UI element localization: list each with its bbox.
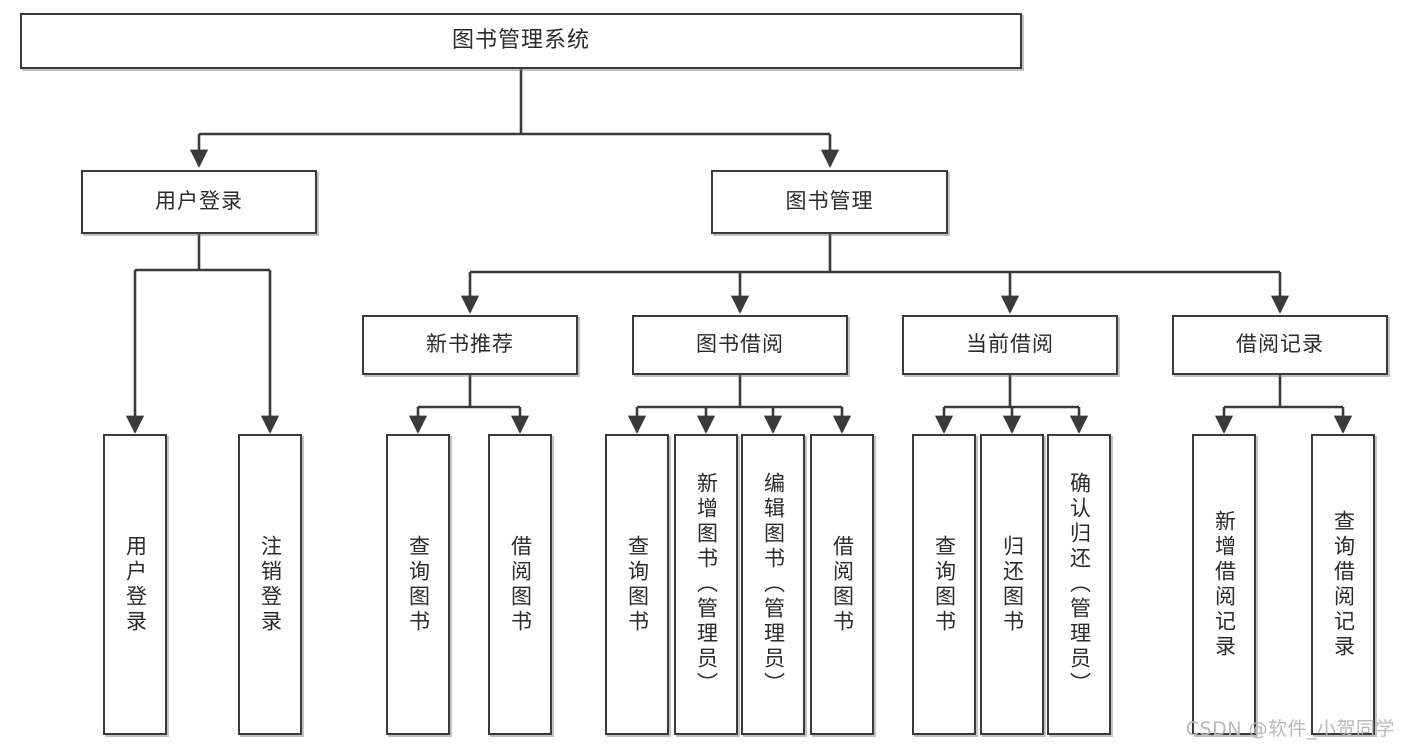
- node-current-borrow-label: 当前借阅: [966, 332, 1054, 357]
- node-root[interactable]: 图书管理系统: [20, 13, 1022, 69]
- node-leaf-query-borrow-record-label: 查询借阅记录: [1331, 509, 1356, 660]
- node-leaf-query-book-2-label: 查询图书: [625, 534, 650, 635]
- watermark: CSDN @软件_小贺同学: [1185, 718, 1395, 740]
- node-book-manage[interactable]: 图书管理: [711, 170, 948, 234]
- node-leaf-query-book-3-label: 查询图书: [932, 534, 957, 635]
- node-leaf-borrow-book-2-label: 借阅图书: [830, 534, 855, 635]
- node-leaf-logout-label: 注销登录: [258, 534, 283, 635]
- node-leaf-query-book-2[interactable]: 查询图书: [605, 434, 669, 735]
- node-borrow-record-label: 借阅记录: [1236, 332, 1324, 357]
- node-leaf-borrow-book-2[interactable]: 借阅图书: [810, 434, 874, 735]
- node-leaf-confirm-return-admin[interactable]: 确认归还（管理员）: [1047, 434, 1111, 735]
- node-leaf-return-book[interactable]: 归还图书: [980, 434, 1044, 735]
- node-leaf-add-book-admin-label: 新增图书（管理员）: [694, 472, 719, 697]
- node-leaf-query-book-1[interactable]: 查询图书: [386, 434, 450, 735]
- node-leaf-add-book-admin[interactable]: 新增图书（管理员）: [674, 434, 738, 735]
- node-leaf-user-login-label: 用户登录: [123, 534, 148, 635]
- node-leaf-borrow-book-1[interactable]: 借阅图书: [488, 434, 552, 735]
- node-leaf-borrow-book-1-label: 借阅图书: [508, 534, 533, 635]
- node-leaf-query-book-3[interactable]: 查询图书: [912, 434, 976, 735]
- node-leaf-query-book-1-label: 查询图书: [406, 534, 431, 635]
- node-leaf-return-book-label: 归还图书: [1000, 534, 1025, 635]
- node-leaf-confirm-return-admin-label: 确认归还（管理员）: [1067, 472, 1092, 697]
- node-leaf-user-login[interactable]: 用户登录: [103, 434, 167, 735]
- node-book-manage-label: 图书管理: [785, 189, 874, 214]
- node-leaf-edit-book-admin-label: 编辑图书（管理员）: [761, 472, 786, 697]
- node-leaf-add-borrow-record-label: 新增借阅记录: [1212, 509, 1237, 660]
- node-leaf-logout[interactable]: 注销登录: [238, 434, 302, 735]
- node-root-label: 图书管理系统: [451, 27, 590, 53]
- node-borrow-record[interactable]: 借阅记录: [1172, 315, 1388, 375]
- node-leaf-edit-book-admin[interactable]: 编辑图书（管理员）: [741, 434, 805, 735]
- node-current-borrow[interactable]: 当前借阅: [902, 315, 1118, 375]
- node-leaf-query-borrow-record[interactable]: 查询借阅记录: [1311, 434, 1375, 735]
- node-leaf-add-borrow-record[interactable]: 新增借阅记录: [1192, 434, 1256, 735]
- node-book-borrow-label: 图书借阅: [696, 332, 784, 357]
- node-new-book-recommend-label: 新书推荐: [426, 332, 514, 357]
- node-user-login-label: 用户登录: [155, 189, 243, 214]
- node-book-borrow[interactable]: 图书借阅: [632, 315, 848, 375]
- node-user-login[interactable]: 用户登录: [81, 170, 317, 234]
- node-new-book-recommend[interactable]: 新书推荐: [362, 315, 578, 375]
